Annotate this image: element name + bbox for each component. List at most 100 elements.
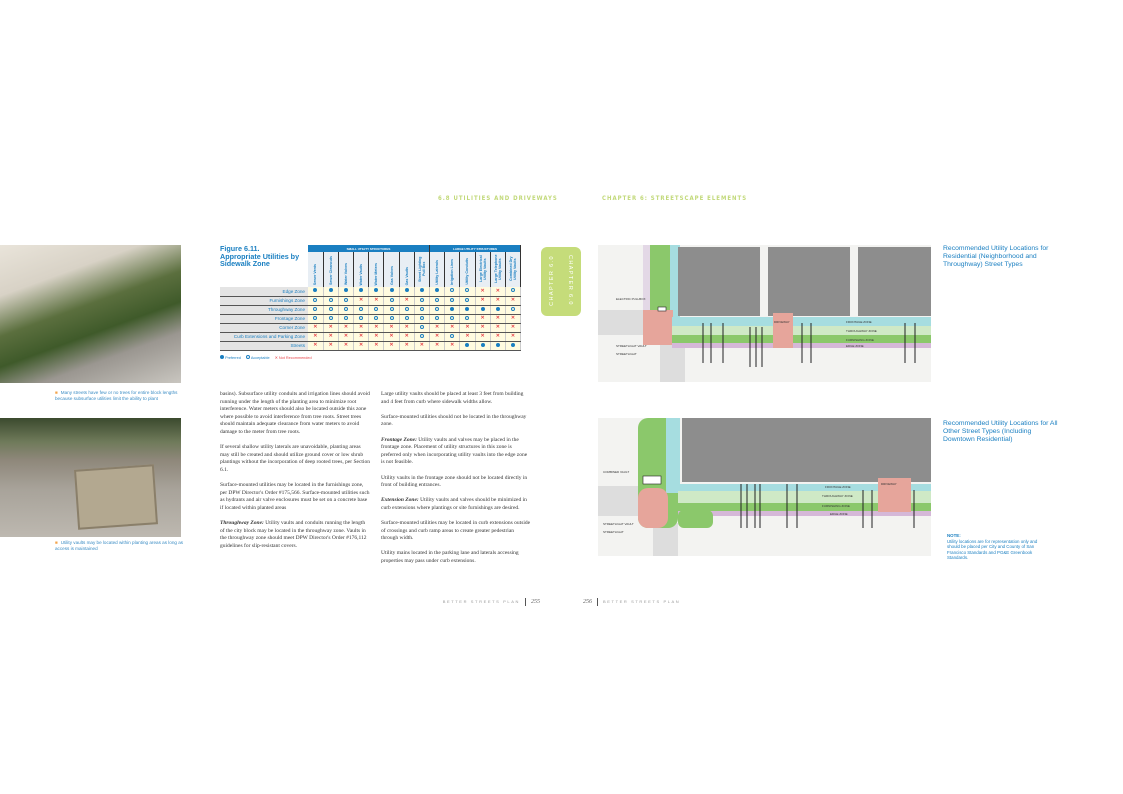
not-recommended-icon: ✕ bbox=[389, 342, 394, 348]
acceptable-icon bbox=[450, 288, 455, 293]
table-cell bbox=[308, 287, 324, 297]
table-cell: ✕ bbox=[323, 323, 339, 333]
legend-preferred: Preferred bbox=[220, 355, 241, 360]
table-cell bbox=[308, 296, 324, 306]
table-cell bbox=[353, 314, 370, 324]
not-recommended-icon: ✕ bbox=[359, 333, 364, 339]
caption-text: Many streets have few or no trees for en… bbox=[55, 390, 178, 401]
not-recommended-icon: ✕ bbox=[374, 342, 379, 348]
column-header: Utility Laterals bbox=[429, 252, 446, 287]
table-cell: ✕ bbox=[399, 323, 415, 333]
row-label: Throughway Zone bbox=[220, 305, 308, 315]
not-recommended-icon: ✕ bbox=[465, 324, 470, 330]
table-cell: ✕ bbox=[444, 341, 461, 351]
table-cell: ✕ bbox=[353, 296, 370, 306]
acceptable-icon bbox=[404, 306, 409, 311]
not-recommended-icon: ✕ bbox=[480, 324, 485, 330]
label-driveway: DRIVEWAY bbox=[881, 482, 897, 486]
table-cell: ✕ bbox=[429, 323, 446, 333]
acceptable-icon bbox=[359, 306, 364, 311]
table-cell: ✕ bbox=[475, 323, 491, 333]
not-recommended-icon: ✕ bbox=[313, 333, 318, 339]
label-streetlight-vault: STREETLIGHT VAULT bbox=[616, 344, 647, 348]
table-row: Curb Extensions and Parking Zone✕✕✕✕✕✕✕✕… bbox=[220, 332, 522, 342]
table-cell bbox=[429, 287, 446, 297]
acceptable-icon bbox=[328, 306, 333, 311]
table-cell: ✕ bbox=[505, 296, 522, 306]
table-cell: ✕ bbox=[444, 323, 461, 333]
table-cell bbox=[383, 314, 400, 324]
legend-acceptable: Acceptable bbox=[245, 355, 270, 360]
not-recommended-icon: ✕ bbox=[450, 324, 455, 330]
not-recommended-icon: ✕ bbox=[404, 297, 409, 303]
table-cell: ✕ bbox=[308, 332, 324, 342]
acceptable-icon bbox=[404, 315, 409, 320]
column-header: Water Meters bbox=[368, 252, 385, 287]
not-recommended-icon: ✕ bbox=[495, 333, 500, 339]
acceptable-icon bbox=[313, 315, 318, 320]
chapter-tab[interactable]: CHAPTER 6.0 CHAPTER 6.0 bbox=[541, 247, 581, 316]
table-cell bbox=[475, 305, 491, 315]
table-cell bbox=[368, 287, 385, 297]
acceptable-icon bbox=[419, 315, 424, 320]
label-throughway-zone: THROUGHWAY ZONE bbox=[846, 329, 877, 333]
other-streets-utility-diagram: COMBINED VAULT STREETLIGHT VAULT STREETL… bbox=[598, 418, 931, 556]
table-cell: ✕ bbox=[399, 332, 415, 342]
table-cell bbox=[505, 305, 522, 315]
table-cell bbox=[399, 287, 415, 297]
table-cell: ✕ bbox=[368, 296, 385, 306]
not-recommended-icon: ✕ bbox=[465, 333, 470, 339]
table-cell bbox=[444, 332, 461, 342]
not-recommended-icon: ✕ bbox=[374, 297, 379, 303]
page-number-left: 255 bbox=[531, 599, 540, 606]
table-cell bbox=[444, 296, 461, 306]
table-cell: ✕ bbox=[490, 323, 506, 333]
table-cell bbox=[414, 314, 431, 324]
column-header: Utility Conduits bbox=[459, 252, 476, 287]
page-number-right: 256 bbox=[583, 599, 592, 606]
not-recommended-icon: ✕ bbox=[359, 342, 364, 348]
row-label: Frontage Zone bbox=[220, 314, 308, 324]
not-recommended-icon: ✕ bbox=[434, 342, 440, 348]
note: NOTE:Utility locations are for represent… bbox=[947, 533, 1047, 561]
not-recommended-icon: ✕ bbox=[313, 324, 318, 330]
table-cell bbox=[414, 296, 431, 306]
figure-number: Figure 6.11. bbox=[220, 244, 260, 253]
row-label: Furnishings Zone bbox=[220, 296, 308, 306]
acceptable-icon bbox=[374, 306, 379, 311]
preferred-icon bbox=[404, 288, 409, 293]
table-cell: ✕ bbox=[490, 287, 506, 297]
paragraph-frontage: Frontage Zone: Utility vaults and valves… bbox=[381, 436, 528, 466]
table-cell: ✕ bbox=[475, 287, 491, 297]
acceptable-icon bbox=[450, 297, 455, 302]
table-cell: ✕ bbox=[459, 323, 476, 333]
table-cell bbox=[414, 332, 431, 342]
acceptable-icon bbox=[435, 297, 440, 302]
acceptable-icon bbox=[511, 306, 516, 311]
acceptable-icon bbox=[313, 306, 318, 311]
not-recommended-icon: ✕ bbox=[480, 315, 485, 321]
table-cell bbox=[399, 314, 415, 324]
table-cell bbox=[323, 305, 339, 315]
table-cell bbox=[444, 314, 461, 324]
table-cell bbox=[383, 305, 400, 315]
table-cell: ✕ bbox=[429, 332, 446, 342]
column-header: Combined Dry Utility Vaults bbox=[505, 252, 522, 287]
label-streetlight: STREETLIGHT bbox=[603, 530, 624, 534]
table-cell: ✕ bbox=[505, 332, 522, 342]
table-cell: ✕ bbox=[353, 332, 370, 342]
acceptable-icon bbox=[419, 306, 424, 311]
table-cell bbox=[429, 314, 446, 324]
column-header: Water Valves bbox=[338, 252, 355, 287]
acceptable-icon bbox=[419, 333, 424, 338]
not-recommended-icon: ✕ bbox=[328, 324, 333, 330]
not-recommended-icon: ✕ bbox=[343, 342, 349, 348]
column-header: Gas Vaults bbox=[399, 252, 415, 287]
table-cell bbox=[444, 305, 461, 315]
label-furnishing-zone: FURNISHING ZONE bbox=[822, 504, 850, 508]
not-recommended-icon: ✕ bbox=[495, 324, 500, 330]
acceptable-icon bbox=[359, 315, 364, 320]
acceptable-icon bbox=[343, 315, 348, 320]
not-recommended-icon: ✕ bbox=[389, 324, 394, 330]
column-header: Street Lighting Pull Box bbox=[414, 252, 431, 287]
